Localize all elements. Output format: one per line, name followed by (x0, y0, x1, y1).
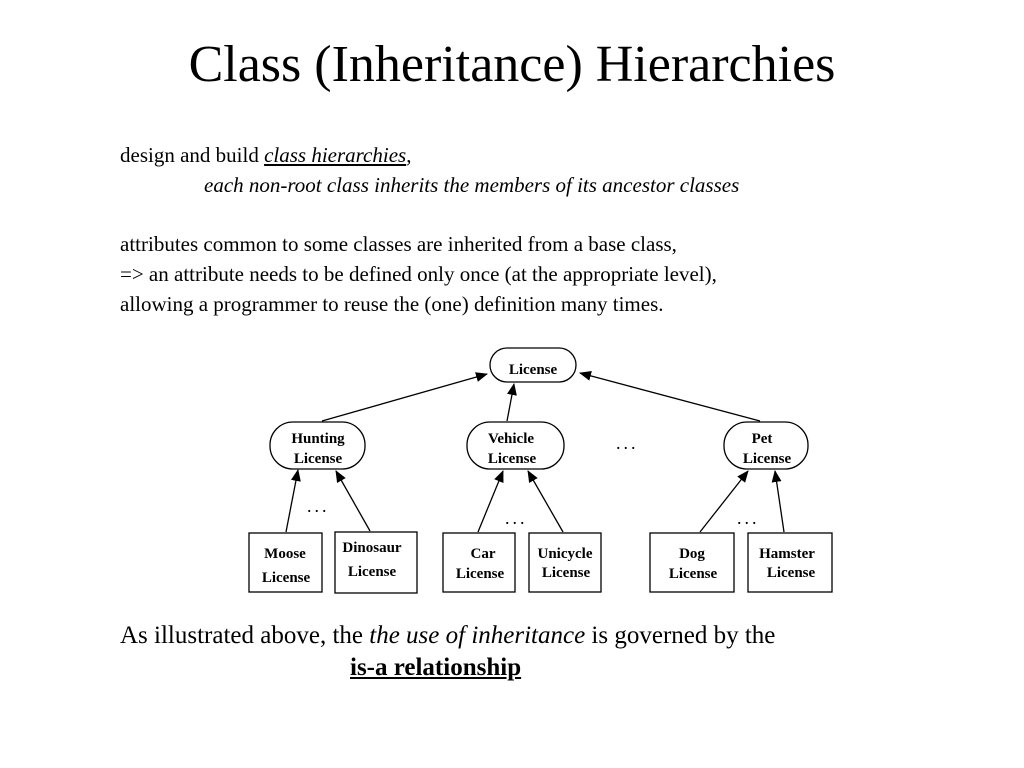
node-car-license: Car License (442, 532, 516, 593)
intro-prefix: design and build (120, 143, 265, 167)
arrow-dinosaur-to-hunting (335, 470, 371, 532)
arrow-pet-to-license (579, 371, 761, 422)
slide-title: Class (Inheritance) Hierarchies (188, 36, 836, 93)
node-vehicle-line1: Vehicle (488, 431, 534, 447)
node-vehicle-shape (466, 421, 565, 470)
node-hunting-line1: Hunting (291, 431, 345, 447)
node-pet-line1: Pet (752, 431, 773, 447)
attributes-paragraph: attributes common to some classes are in… (120, 229, 717, 319)
node-dog-shape (649, 532, 735, 593)
node-moose-line1: Moose (264, 546, 306, 562)
node-moose-line2: License (262, 570, 311, 586)
node-dinosaur-line1: Dinosaur (342, 540, 402, 556)
node-unicycle-line1: Unicycle (538, 546, 593, 562)
node-moose-license: Moose License (248, 532, 323, 593)
node-pet-line2: License (743, 451, 792, 467)
arrow-hunting-to-license (321, 372, 488, 422)
class-hierarchies-term: class hierarchies (264, 143, 407, 167)
intro-line-2: each non-root class inherits the members… (204, 173, 740, 197)
conclusion-prefix: As illustrated above, the (120, 622, 370, 649)
attributes-line-2: => an attribute needs to be defined only… (120, 262, 717, 286)
arrow-vehicle-to-license (506, 383, 517, 422)
arrow-dog-to-pet (699, 470, 749, 533)
node-license-label: License (509, 362, 558, 378)
root-arrows (321, 371, 761, 422)
node-unicycle-license: Unicycle License (528, 532, 602, 593)
arrow-car-to-vehicle (477, 470, 504, 533)
node-license: License (489, 347, 577, 383)
node-moose-shape (248, 532, 323, 593)
attributes-line-3: allowing a programmer to reuse the (one)… (120, 292, 664, 316)
intro-paragraph: design and build class hierarchies, each… (120, 140, 739, 200)
node-hamster-line1: Hamster (759, 546, 815, 562)
arrow-hamster-to-pet (771, 470, 785, 533)
intro-line-1: design and build class hierarchies, (120, 140, 739, 170)
node-car-line2: License (456, 566, 505, 582)
conclusion-emphasis: the use of inheritance (369, 622, 586, 649)
node-dinosaur-shape (334, 531, 418, 594)
ellipsis-pet-children: ... (737, 508, 760, 528)
ellipsis-hunting-children: ... (307, 496, 330, 516)
conclusion-suffix: is governed by the (585, 622, 776, 649)
attributes-line-1: attributes common to some classes are in… (120, 232, 677, 256)
node-car-shape (442, 532, 516, 593)
node-hamster-license: Hamster License (747, 532, 833, 593)
ellipsis-mid-level: ... (616, 433, 639, 453)
node-hunting-line2: License (294, 451, 343, 467)
node-dinosaur-license: Dinosaur License (334, 531, 418, 594)
node-hunting-shape (269, 421, 366, 470)
node-vehicle-license: Vehicle License (466, 421, 565, 470)
node-pet-license: Pet License (723, 421, 809, 470)
node-dinosaur-line2: License (348, 564, 397, 580)
node-dog-line2: License (669, 566, 718, 582)
node-vehicle-line2: License (488, 451, 537, 467)
node-hunting-license: Hunting License (269, 421, 366, 470)
node-hamster-shape (747, 532, 833, 593)
node-dog-license: Dog License (649, 532, 735, 593)
conclusion-line: As illustrated above, the the use of inh… (120, 620, 775, 652)
node-hamster-line2: License (767, 565, 816, 581)
ellipsis-vehicle-children: ... (505, 508, 528, 528)
node-license-shape (489, 347, 577, 383)
leaf-arrows (285, 469, 785, 533)
node-pet-shape (723, 421, 809, 470)
node-unicycle-line2: License (542, 565, 591, 581)
node-dog-line1: Dog (679, 546, 705, 562)
arrow-unicycle-to-vehicle (527, 470, 564, 533)
is-a-relationship: is-a relationship (350, 654, 522, 681)
intro-suffix: , (406, 143, 412, 167)
node-car-line1: Car (471, 546, 496, 562)
node-unicycle-shape (528, 532, 602, 593)
arrow-moose-to-hunting (285, 469, 301, 533)
